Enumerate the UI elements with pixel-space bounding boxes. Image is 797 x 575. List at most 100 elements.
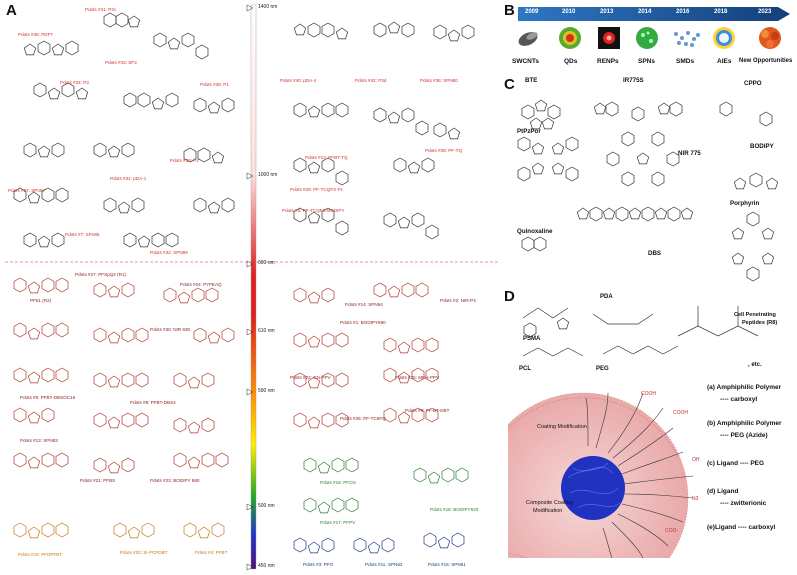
label-p2: Pdots #38: P2 [170,158,199,163]
label-dbs: DBS [648,250,662,257]
label-pfbt-dbsoc16: Pdots #5: PFBT-DBSOC16 [20,395,76,400]
label-ptpzpor: PtPzPor [517,128,541,135]
qd-icon [559,27,581,49]
label-p3c: Pdots #41: P3c [85,7,117,12]
year-2010: 2010 [562,9,576,15]
label-spn85: Pdots #7: SPn85 [65,232,100,237]
label-pfo: Pdots #3: PFO [303,562,334,567]
label-cn-ppv: Pdots #22: CN-PPV [290,375,331,380]
label-spn80: Pdots #36: SPN80 [420,78,458,83]
label-cppo: CPPO [744,80,762,87]
renp-icon [598,27,620,49]
panel-label-c: C [504,76,515,93]
ligand-c-title: (c) Ligand ---- PEG [707,460,765,467]
tick-1000: 1000 nm [258,172,278,178]
label-pfcn: Pdots #16: PFCN [320,480,356,485]
label-ir775s: IR775S [623,77,644,84]
panel-label-b: B [504,2,515,19]
aie-icon [713,27,735,49]
label-swcnts: SWCNTs [512,58,539,65]
label-pf51: PF51 (R2) [30,298,52,303]
ligand-b-title: (b) Amphiphilic Polymer [707,420,782,427]
ligand-d-title: (d) Ligand [707,488,739,495]
label-bte: BTE [525,77,538,84]
label-aies: AIEs [717,58,732,65]
label-spn83: Pdots #13: SPN83 [20,438,58,443]
group-coo: COO- [665,528,679,534]
year-2009: 2009 [525,9,539,15]
panel-label-a: A [6,2,17,19]
label-p7peaq: Pdots #24: P7PEAQ [180,282,222,287]
panel-label-d: D [504,288,515,305]
label-bodipy520: Pdots #18: BODIPY520 [430,507,479,512]
ligand-a-sub: ---- carboxyl [720,396,758,403]
label-porphyrin: Porphyrin [730,200,760,207]
label-nir830: Pdots #30: NIR 830 [150,327,191,332]
label-p3: Pdots #34: P3 [60,80,89,85]
label-pfbt: Pdots #4: PFBT [195,550,228,555]
label-nir-p4: Pdots #2: NIR-P4 [440,298,476,303]
label-spn97: Pdots #37: SPn97 [8,188,46,193]
label-pcl: PCL [519,366,531,372]
label-pda4: Pdots #40: pDA-4 [280,78,317,83]
label-pfdpfbt: Pdots #19: PFDPFBT [18,552,63,557]
label-etc: , etc. [748,362,762,368]
label-pfbt-tq: Pdots #12: PFBT-TQ [305,155,348,160]
label-meh-ppv: Pdots #25: MEH-PPV [395,375,440,380]
new-opportunities-icon [759,27,781,49]
label-cell-penetrating: Cell Penetrating [734,312,776,318]
surface-polymer-sketches [522,306,759,357]
label-bodipy: BODIPY [750,143,774,150]
swcnt-icon [518,32,538,46]
timeline-icons [518,27,781,49]
group-oh: OH [692,457,700,463]
spn-icon [636,27,658,49]
label-spn81: Pdots #15: SPN81 [428,562,466,567]
label-spn82: Pdots #11: SPN82 [365,562,403,567]
label-spn99: Pdots #32: SPN99 [150,250,188,255]
smd-icon [674,31,700,47]
label-qds: QDs [564,58,578,65]
label-pfpv: Pdots #17: PFPV [320,520,356,525]
year-2016: 2016 [676,9,690,15]
label-quinoxaline: Quinoxaline [517,228,553,235]
label-bodipy680: Pdots #23: BODIPY 680 [150,478,200,483]
label-pda1: Pdots #31: pDA-1 [110,176,147,181]
tick-590: 590 nm [258,388,275,394]
label-nir775: NIR 775 [678,150,701,157]
nanoparticle-diagram [508,392,694,558]
label-spns: SPNs [638,58,655,65]
label-p3d: Pdots #42: P3d [355,78,387,83]
label-composite-modification: Modification [533,508,563,514]
ligand-e-title: (e)Ligand ---- carboxyl [707,524,776,531]
label-pdft: Pdots #35: PDFT [18,32,54,37]
label-pfspq2: Pdots #27: PFSpQ2 (R1) [75,272,127,277]
group-n3: N3 [692,496,699,502]
label-coating-modification: Coating Modification [537,424,587,430]
group-cooh-1: COOH [641,391,656,397]
label-psma: PSMA [523,336,541,342]
group-cooh-2: COOH [673,410,688,416]
label-pf-tcqfs-pc: Pdots #29: PF-TCQFS-Pc [290,187,344,192]
wavelength-scale-bar [246,4,257,571]
year-2013: 2013 [600,9,614,15]
tick-1400: 1400 nm [258,4,278,10]
label-pda: PDA [600,294,613,300]
year-2018: 2018 [714,9,728,15]
label-si-pcpdbt: Pdots #20: Si-PCPDBT [120,550,168,555]
year-2014: 2014 [638,9,652,15]
label-spn94: Pdots #14: SPN94 [345,302,383,307]
tick-610: 610 nm [258,328,275,334]
tick-500: 500 nm [258,503,275,509]
ligand-b-sub: ---- PEG (Azide) [720,432,768,439]
label-smds: SMDs [676,58,695,65]
year-2023: 2023 [758,9,772,15]
tick-450: 450 nm [258,563,275,569]
label-pf-bt-dbt: Pdots #9: PF-BT-DBT [405,408,450,413]
label-pf-tc6fq: Pdots #26: PF-TC6FQ [340,416,386,421]
label-bodipy690: Pdots #1: BODIPY690 [340,320,386,325]
timeline-arrow [518,7,790,21]
label-renps: RENPs [597,58,619,65]
label-pf-tq: Pdots #28: PF-TQ [425,148,463,153]
label-pf-tcqfs-bodipy: Pdots #6: PF-TCQFS-BODIPY [282,208,345,213]
